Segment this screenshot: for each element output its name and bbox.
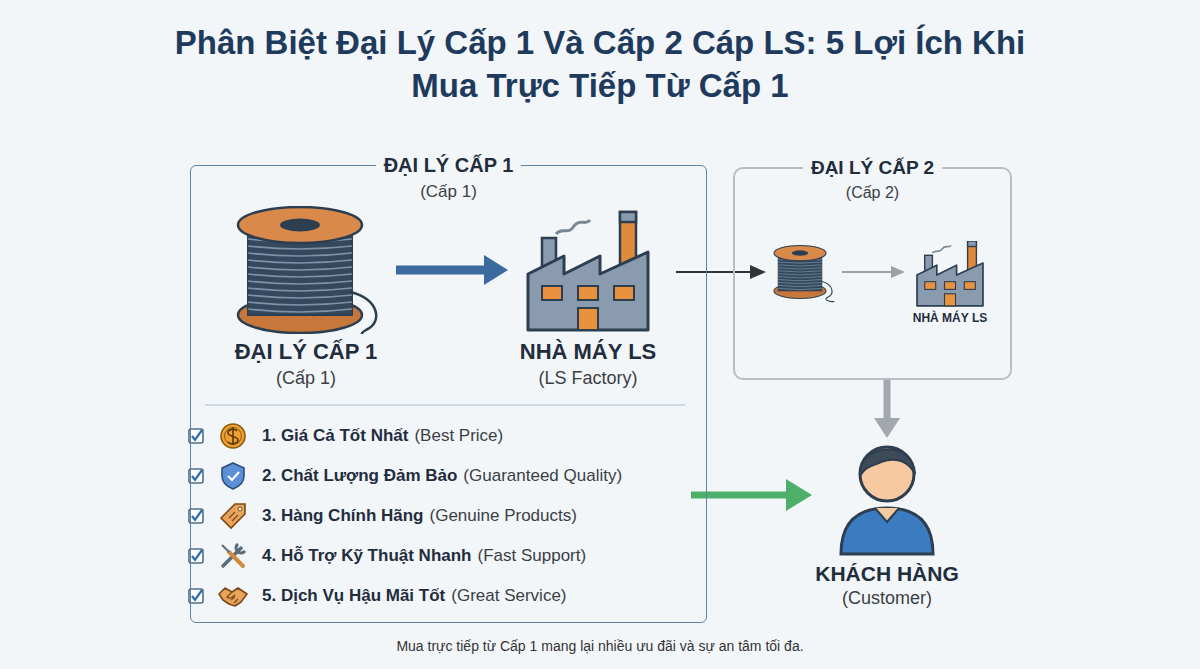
caption: Mua trực tiếp từ Cấp 1 mang lại nhiều ưu… (0, 638, 1200, 654)
benefit-translation: (Best Price) (414, 426, 503, 445)
node-heading: ĐẠI LÝ CẤP 1 (191, 152, 706, 178)
benefit-row: 2. Chất Lượng Đảm Bảo (Guaranteed Quality… (262, 464, 622, 488)
benefit-icon (221, 424, 245, 448)
node-subtitle: (Cấp 1) (216, 367, 396, 390)
factory-icon (895, 241, 1005, 307)
factory-box: NHÀ MÁY LS (895, 241, 1005, 327)
cable-reel-icon (774, 246, 834, 302)
node-heading: NHÀ MÁY LS (895, 311, 1005, 327)
benefit-translation: (Guaranteed Quality) (463, 466, 622, 485)
arrow-head (750, 265, 766, 279)
checkbox-icon (189, 549, 203, 563)
title: Phân Biệt Đại Lý Cấp 1 Và Cấp 2 Cáp LS: … (170, 22, 1030, 108)
benefit-row: 5. Dịch Vụ Hậu Mãi Tốt (Great Service) (262, 584, 567, 608)
benefit-icon (222, 544, 245, 566)
benefit-label: 1. Giá Cả Tốt Nhất (262, 426, 408, 445)
benefit-translation: (Fast Support) (478, 546, 587, 565)
node-heading: KHÁCH HÀNG (802, 560, 972, 587)
flow-arrow (842, 271, 893, 273)
checkbox-icon (189, 469, 203, 483)
benefit-label: 3. Hàng Chính Hãng (262, 506, 424, 525)
cable-reel-icon (216, 206, 396, 334)
flow-arrow (396, 266, 484, 275)
customer-box: KHÁCH HÀNG(Customer) (802, 438, 972, 611)
factory-box: NHÀ MÁY LS(LS Factory) (508, 206, 668, 390)
benefit-icon (222, 463, 244, 489)
node-subtitle: (Customer) (802, 587, 972, 610)
checkbox-icon (189, 589, 203, 603)
tier2-panel: NHÀ MÁY LSĐẠI LÝ CẤP 2(Cấp 2) (733, 167, 1012, 380)
separator-line (205, 404, 685, 406)
node-subtitle: (Cấp 1) (191, 181, 706, 203)
benefit-label: 5. Dịch Vụ Hậu Mãi Tốt (262, 586, 445, 605)
node-heading: NHÀ MÁY LS (508, 338, 668, 367)
checkbox-icon (189, 509, 203, 523)
benefit-row: 4. Hỗ Trợ Kỹ Thuật Nhanh (Fast Support) (262, 544, 586, 568)
benefit-translation: (Great Service) (451, 586, 566, 605)
node-heading: ĐẠI LÝ CẤP 1 (216, 338, 396, 367)
checkbox-icon (189, 429, 203, 443)
benefit-icon (221, 504, 245, 528)
factory-icon (508, 206, 668, 334)
person-icon (802, 438, 972, 556)
node-subtitle: (Cấp 2) (735, 183, 1010, 204)
benefit-icon (219, 588, 247, 606)
node-subtitle: (LS Factory) (508, 367, 668, 390)
node-heading: ĐẠI LÝ CẤP 2 (735, 156, 1010, 181)
flow-arrow (884, 380, 891, 418)
flow-arrow (691, 492, 786, 499)
benefit-label: 2. Chất Lượng Đảm Bảo (262, 466, 457, 485)
benefit-label: 4. Hỗ Trợ Kỹ Thuật Nhanh (262, 546, 472, 565)
benefit-translation: (Genuine Products) (430, 506, 577, 525)
benefit-row: 1. Giá Cả Tốt Nhất (Best Price) (262, 424, 503, 448)
arrow-head (891, 266, 905, 278)
benefit-row: 3. Hàng Chính Hãng (Genuine Products) (262, 504, 577, 528)
dealer-box: ĐẠI LÝ CẤP 1(Cấp 1) (216, 206, 396, 390)
flow-arrow (676, 271, 752, 273)
